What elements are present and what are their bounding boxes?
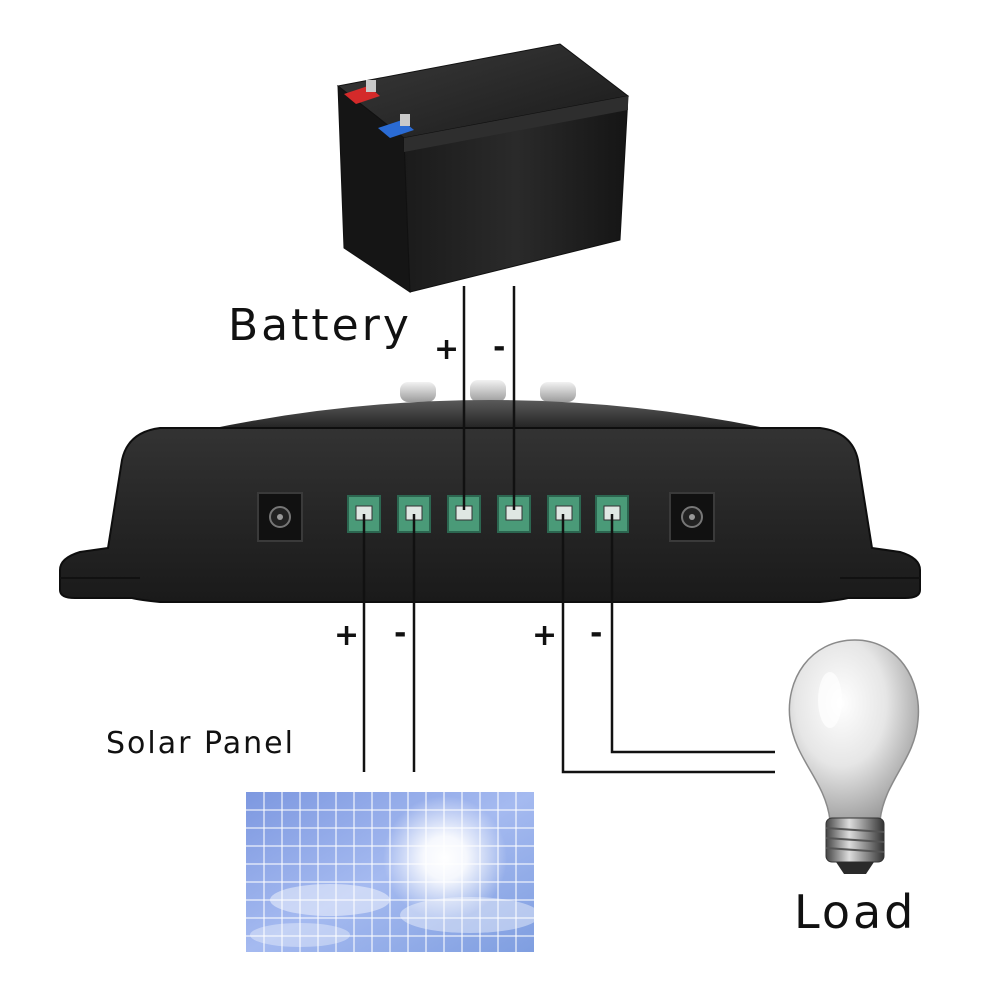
load-label: Load xyxy=(794,885,917,939)
battery-positive-terminal xyxy=(344,80,380,104)
terminal-battery-positive xyxy=(447,495,481,533)
battery-negative-sign: - xyxy=(493,330,506,365)
dc-jack-right xyxy=(669,492,715,542)
load-positive-sign: + xyxy=(532,618,558,653)
controller-button xyxy=(470,380,506,402)
controller-button xyxy=(540,382,576,402)
battery-label: Battery xyxy=(228,300,412,351)
light-bulb-icon xyxy=(788,639,920,874)
solar-panel-label: Solar Panel xyxy=(106,726,295,761)
battery-positive-sign: + xyxy=(434,332,460,367)
battery-negative-terminal xyxy=(378,114,414,138)
terminal-battery-negative xyxy=(497,495,531,533)
dc-jack-left xyxy=(257,492,303,542)
charge-controller-icon xyxy=(59,380,921,603)
solar-positive-sign: + xyxy=(334,618,360,653)
solar-panel-icon xyxy=(246,792,540,952)
solar-negative-sign: - xyxy=(394,616,407,651)
load-negative-sign: - xyxy=(590,616,603,651)
battery-icon xyxy=(336,43,630,293)
controller-button xyxy=(400,382,436,402)
wire-load-negative xyxy=(610,514,775,754)
wire-load-positive xyxy=(561,514,775,774)
sun-glare xyxy=(383,796,507,920)
